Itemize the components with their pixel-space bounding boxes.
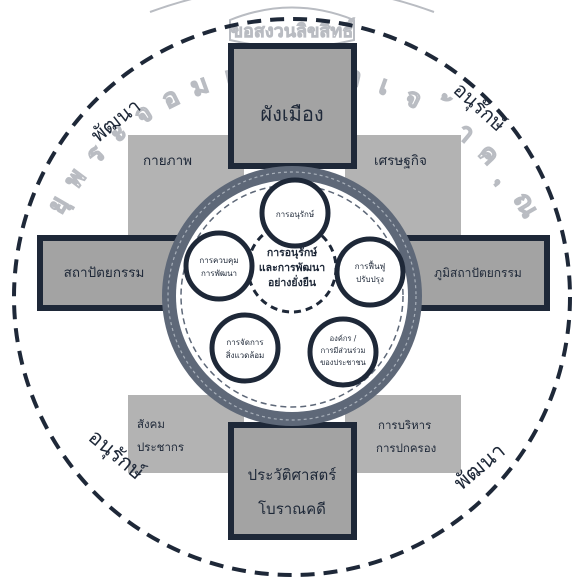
corner-label-society-line-2: ประชากร [137,440,184,454]
watermark-glyph: ร [80,139,111,170]
corner-label-economy: เศรษฐกิจ [374,153,427,169]
ring-teeth [167,171,417,421]
petal-environment: การจัดการ สิ่งแวดล้อม [209,312,281,384]
watermark-seal: ขอสงวนลิขสิทธิ์ [149,0,435,49]
petal-control-line-2: การพัฒนา [201,269,237,278]
corner-box-governance [345,395,461,473]
petal-participation-line-2: การมีส่วนร่วม [321,346,366,355]
cross-arm-bottom [228,422,357,540]
corner-label-governance-line-2: การปกครอง [376,441,436,455]
corner-box-society [128,395,244,473]
watermark-glyph: พ [58,163,92,195]
cross-label-urban-plan: ผังเมือง [260,102,323,126]
watermark-glyph: ม [186,69,212,103]
petal-control: การควบคุม การพัฒนา [183,230,255,302]
watermark-glyph: ณ [507,187,545,223]
petal-environment-line-1: การจัดการ [226,338,264,347]
cross-label-history-line-1: ประวัติศาสตร์ [248,466,337,484]
cross-label-history-line-2: โบราณคดี [258,500,326,518]
watermark-glyph: จ [400,82,427,116]
cross-label-architecture: สถาปัตยกรรม [64,265,145,281]
corner-label-physical: กายภาพ [143,153,192,169]
corner-label-society-line-1: สังคม [137,417,165,431]
watermark-glyph: อ [157,82,184,116]
petal-environment-line-2: สิ่งแวดล้อม [226,349,265,360]
outer-dashed-circle [12,17,572,577]
watermark-glyph: ยุ [41,191,75,219]
corner-label-governance-line-1: การบริหาร [378,418,431,432]
petal-participation-line-1: องค์กร / [330,334,357,343]
cross-arm-right [401,235,550,311]
watermark-glyph: เ [375,71,394,102]
petal-participation: องค์กร / การมีส่วนร่วม ของประชาชน [307,316,379,388]
hub-line-2: และการพัฒนา [259,262,325,274]
petal-conservation: การอนุรักษ์ [259,177,331,249]
petal-control-line-1: การควบคุม [199,256,238,265]
petal-restoration-line-1: การฟื้นฟู [355,260,386,272]
hub-line-3: อย่างยั่งยืน [268,274,317,289]
watermark-glyph: ค [472,138,506,171]
petal-restoration: การฟื้นฟู ปรับปรุง [334,236,406,308]
cross-label-landscape: ภูมิสถาปัตยกรรม [434,266,522,281]
petal-conservation-label: การอนุรักษ์ [276,209,315,219]
cross-arm-top [228,43,357,169]
hub-line-1: การอนุรักษ์ [267,246,318,260]
arc-label-conserve-top-right: อนุรักษ์ [448,77,511,137]
petal-restoration-line-2: ปรับปรุง [356,275,384,284]
watermark-glyph: ุ [492,178,500,186]
petal-participation-line-3: ของประชาชน [320,358,366,367]
